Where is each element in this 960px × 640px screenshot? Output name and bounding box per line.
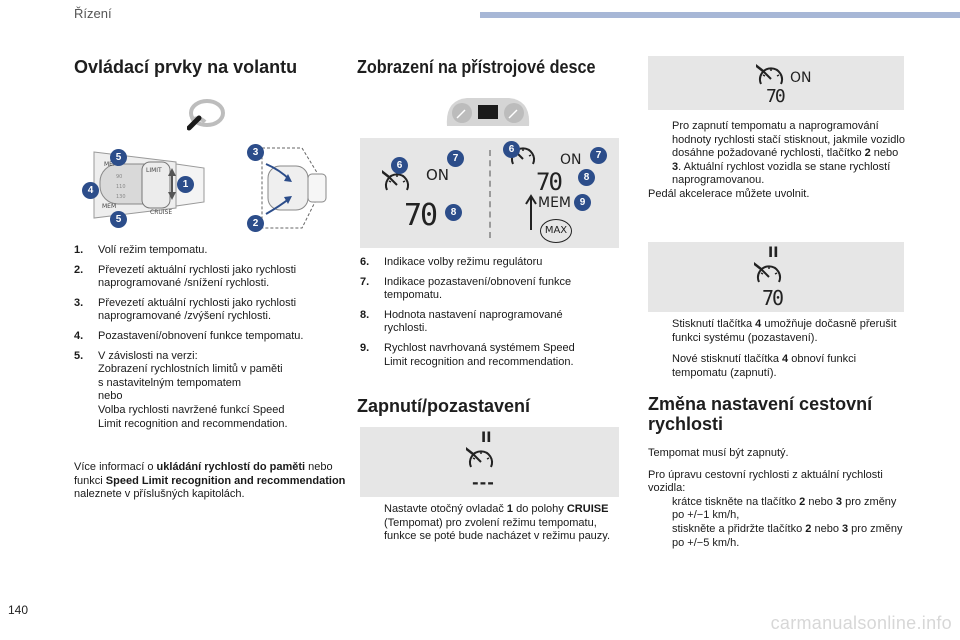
speedometer-icon (756, 63, 783, 85)
more-info-paragraph: Více informací o ukládání rychlostí do p… (74, 461, 346, 501)
pause-indicator: II (768, 245, 779, 261)
list-item: 3.Převezetí aktuální rychlosti jako rych… (74, 296, 297, 323)
badge-8: 8 (445, 204, 462, 221)
speedometer-icon (382, 169, 409, 191)
list-item: 5.V závislosti na verzi: Zobrazení rychl… (74, 349, 288, 430)
speed-change-title: Změna nastavení cestovní rychlosti (648, 394, 873, 434)
mem-top-label: MEM (104, 161, 118, 168)
activation-bullet: Nastavte otočný ovladač 1 do polohy CRUI… (384, 503, 611, 543)
badge-7: 7 (590, 147, 607, 164)
activation-instructions: Pro zapnutí tempomatu a naprogramování h… (648, 120, 906, 202)
dashboard-display-panel: ON 70 ON 70 MEM MAX (360, 138, 619, 248)
badge-5-top: 5 (110, 149, 127, 166)
activation-bullet: Pro zapnutí tempomatu a naprogramování h… (672, 120, 905, 187)
badge-1: 1 (177, 176, 194, 193)
list-item: 7.Indikace pozastavení/obnovení funkce t… (360, 275, 572, 302)
badge-6: 6 (391, 157, 408, 174)
pause-indicator: II (481, 430, 492, 446)
cruise-on-speed: 70 (766, 86, 786, 107)
badge-6: 6 (503, 141, 520, 158)
badge-9: 9 (574, 194, 591, 211)
dashboard-display-title: Zobrazení na přístrojové desce (357, 57, 596, 77)
paused-panel: II 70 (648, 242, 904, 312)
speed-dashes: --- (472, 473, 495, 492)
resume-bullet: Nové stisknutí tlačítka 4 obnoví funkci … (672, 353, 857, 379)
badge-8: 8 (578, 169, 595, 186)
panel-divider (489, 150, 491, 238)
list-item: 8.Hodnota nastavení naprogramované rychl… (360, 308, 563, 335)
list-item: 9.Rychlost navrhovaná systémem Speed Lim… (360, 341, 575, 368)
display-right-on: ON (560, 152, 582, 168)
speed-change-instructions: Tempomat musí být zapnutý. Pro úpravu ce… (648, 447, 906, 550)
display-left-on: ON (426, 166, 450, 184)
svg-text:130: 130 (116, 194, 126, 200)
list-item: 1.Volí režim tempomatu. (74, 244, 208, 256)
display-legend-list: 6.Indikace volby režimu regulátoru 7.Ind… (360, 256, 622, 375)
badge-3: 3 (247, 144, 264, 161)
section-label: Řízení (74, 6, 112, 21)
pause-bullet: Stisknutí tlačítka 4 umožňuje dočasně př… (672, 318, 897, 344)
page-number: 140 (8, 603, 29, 617)
mem-bottom-label: MEM (102, 203, 116, 210)
steering-wheel-icon (187, 99, 225, 131)
display-mem: MEM (538, 195, 572, 211)
short-press-bullet: krátce tiskněte na tlačítko 2 nebo 3 pro… (672, 495, 897, 522)
list-item: 2.Převezetí aktuální rychlosti jako rych… (74, 263, 297, 290)
cruise-on-panel: ON 70 (648, 56, 904, 110)
display-right-speed: 70 (536, 168, 563, 196)
svg-text:90: 90 (116, 174, 122, 180)
badge-2: 2 (247, 215, 264, 232)
arrow-up-icon (525, 194, 537, 230)
svg-text:110: 110 (116, 184, 126, 190)
pause-panel: II --- (360, 427, 619, 497)
limit-label: LIMIT (146, 167, 162, 174)
display-left-speed: 70 (404, 198, 438, 233)
watermark: carmanualsonline.info (770, 613, 952, 633)
instrument-cluster-icon (446, 98, 530, 126)
enabled-requirement: Tempomat musí být zapnutý. (648, 447, 789, 459)
cruise-label: CRUISE (150, 209, 172, 216)
list-item: 4.Pozastavení/obnovení funkce tempomatu. (74, 329, 304, 342)
modify-intro: Pro úpravu cestovní rychlosti z aktuální… (648, 468, 883, 495)
display-max: MAX (540, 219, 572, 243)
top-bar (480, 12, 960, 18)
pause-instructions: Stisknutí tlačítka 4 umožňuje dočasně př… (648, 318, 906, 380)
cruise-on-label: ON (790, 70, 812, 86)
paused-speed: 70 (762, 286, 784, 310)
badge-4: 4 (82, 182, 99, 199)
long-press-bullet: stiskněte a přidržte tlačítko 2 nebo 3 p… (672, 522, 903, 549)
list-item: 6.Indikace volby režimu regulátoru (360, 256, 543, 268)
lever-side-illustration (261, 147, 327, 229)
speedometer-icon (466, 446, 493, 468)
badge-7: 7 (447, 150, 464, 167)
speedometer-icon (754, 261, 781, 283)
activation-title: Zapnutí/pozastavení (357, 396, 531, 416)
controls-list: 1.Volí režim tempomatu. 2.Převezetí aktu… (74, 244, 344, 437)
pedal-release-text: Pedál akcelerace můžete uvolnit. (648, 187, 810, 200)
badge-5-bottom: 5 (110, 211, 127, 228)
steering-controls-title: Ovládací prvky na volantu (74, 57, 298, 77)
